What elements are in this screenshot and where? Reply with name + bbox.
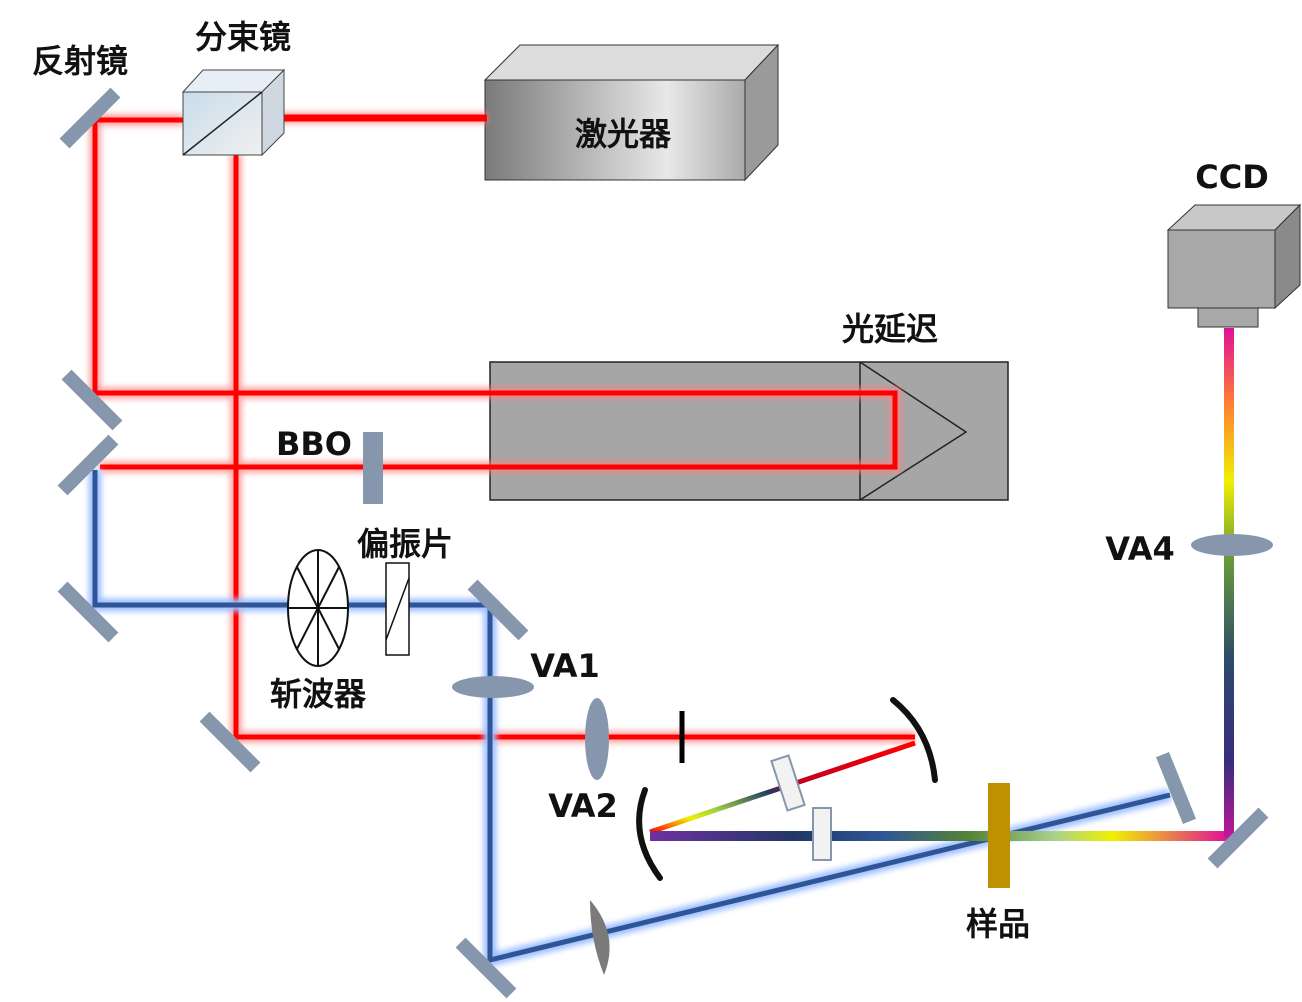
focusing-lens bbox=[590, 900, 610, 975]
mirror bbox=[455, 937, 517, 999]
mirror bbox=[467, 579, 529, 641]
lens-va2 bbox=[585, 698, 609, 780]
chopper-label: 斩波器 bbox=[270, 675, 367, 713]
pump-beam-red bbox=[89, 112, 915, 743]
polarizer: 偏振片 bbox=[357, 525, 453, 656]
curved-mirror bbox=[890, 697, 938, 783]
lens-va1 bbox=[452, 676, 534, 698]
delay-label: 光延迟 bbox=[842, 310, 938, 348]
beam-splitter-cube: 分束镜 bbox=[181, 18, 291, 157]
spectrum-beam-vertical bbox=[1224, 328, 1234, 838]
laser-label: 激光器 bbox=[575, 115, 672, 153]
ccd-label: CCD bbox=[1195, 158, 1269, 196]
sample bbox=[988, 783, 1010, 888]
plate bbox=[770, 754, 806, 812]
mirror bbox=[59, 87, 121, 149]
va1-label: VA1 bbox=[530, 647, 600, 685]
mirror bbox=[1207, 807, 1269, 869]
mirror bbox=[61, 369, 123, 431]
sample-label: 样品 bbox=[966, 905, 1030, 943]
mirror bbox=[199, 711, 261, 773]
mirror-label: 反射镜 bbox=[32, 42, 128, 80]
curved-mirror bbox=[636, 787, 663, 881]
mirror bbox=[57, 434, 119, 496]
lens-va4 bbox=[1191, 534, 1273, 556]
va4-label: VA4 bbox=[1105, 530, 1175, 568]
mirror bbox=[57, 581, 119, 643]
mirrors bbox=[57, 87, 1269, 999]
ccd-camera: CCD bbox=[1166, 158, 1302, 328]
spectrum-beam-horizontal bbox=[650, 831, 1228, 841]
beam-splitter-label: 分束镜 bbox=[195, 18, 291, 56]
bbo-label: BBO bbox=[276, 425, 352, 463]
mirror bbox=[1156, 751, 1196, 825]
plate bbox=[812, 807, 832, 861]
polarizer-label: 偏振片 bbox=[357, 525, 453, 563]
optical-delay-stage: 光延迟 bbox=[489, 310, 1009, 501]
bbo-crystal bbox=[363, 432, 383, 504]
laser-box: 激光器 bbox=[483, 43, 780, 182]
chopper bbox=[287, 549, 349, 667]
va2-label: VA2 bbox=[548, 787, 618, 825]
